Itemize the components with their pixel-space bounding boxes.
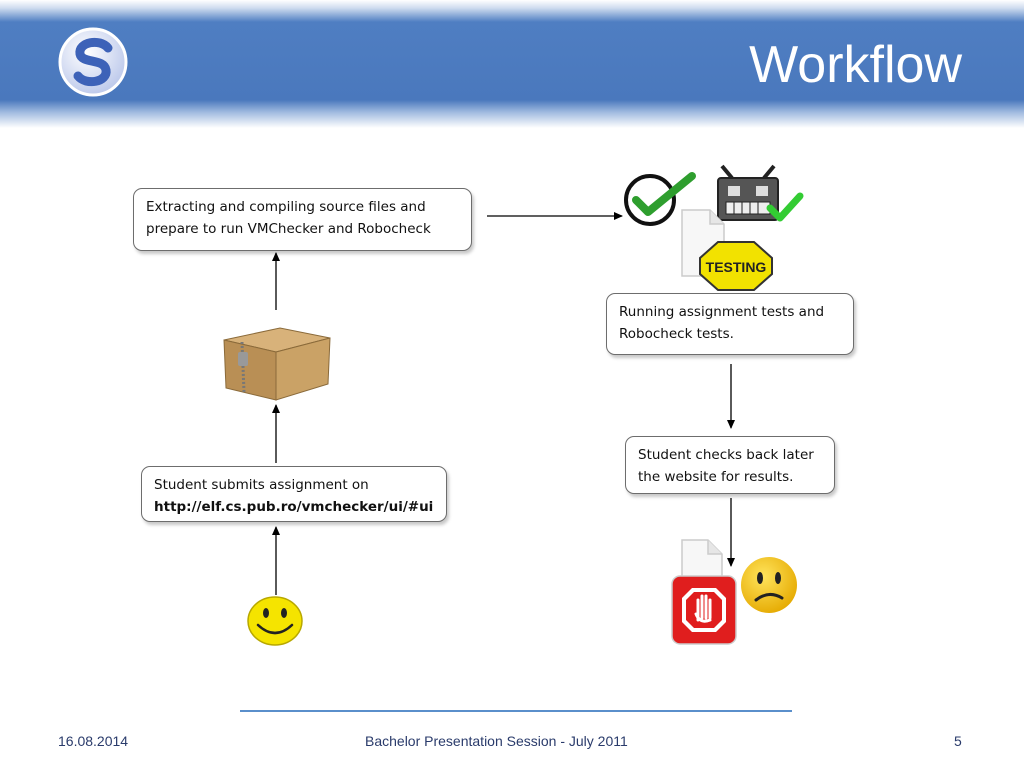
submit-box: Student submits assignment on http://elf… [141, 466, 447, 522]
slide-number: 5 [954, 733, 962, 749]
extract-box: Extracting and compiling source files an… [133, 188, 472, 251]
submit-box-line-1: Student submits assignment on [154, 477, 369, 493]
footer-session: Bachelor Presentation Session - July 201… [365, 733, 628, 749]
footer-date: 16.08.2014 [58, 733, 129, 749]
running-box-line-2: Robocheck tests. [619, 326, 734, 342]
checks-box-line-1: Student checks back later [638, 447, 814, 463]
happy-smiley-icon [247, 596, 303, 646]
slide-title: Workflow [749, 36, 962, 94]
sad-smiley-icon [741, 557, 797, 613]
check-circle-icon [624, 172, 696, 226]
submit-url: http://elf.cs.pub.ro/vmchecker/ui/#ui [154, 499, 434, 515]
running-tests-box: Running assignment tests and Robocheck t… [606, 293, 854, 355]
testing-sign-icon: TESTING [699, 241, 773, 291]
extract-box-line-1: Extracting and compiling source files an… [146, 199, 426, 215]
checks-back-box: Student checks back later the website fo… [625, 436, 835, 494]
robot-icon [717, 164, 804, 222]
running-box-line-1: Running assignment tests and [619, 304, 825, 320]
testing-sign-label: TESTING [706, 259, 767, 275]
logo-icon [58, 27, 128, 97]
zip-archive-icon [223, 327, 331, 401]
checks-box-line-2: the website for results. [638, 469, 794, 485]
stop-hand-icon [671, 575, 737, 645]
title-bar [0, 0, 1024, 128]
footer-divider [240, 710, 792, 712]
result-document-icon [681, 539, 723, 583]
extract-box-line-2: prepare to run VMChecker and Robocheck [146, 221, 431, 237]
